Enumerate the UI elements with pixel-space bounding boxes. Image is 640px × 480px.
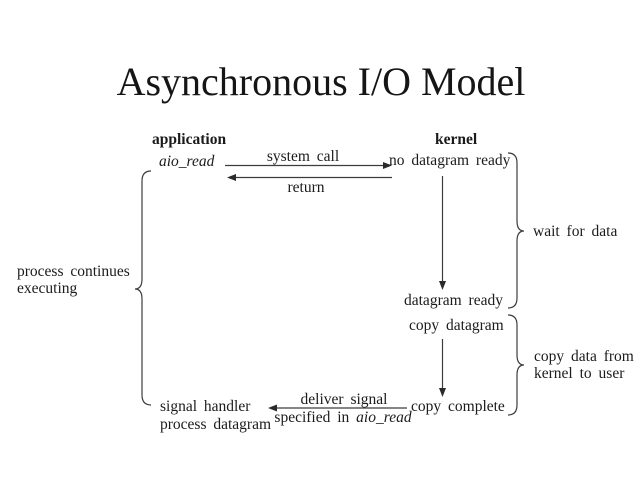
deliver-signal-arrow-label: deliver signal (300, 391, 388, 408)
kernel-copy-arrow (439, 339, 446, 397)
kernel-wait-arrow (439, 176, 446, 290)
copy-data-from-annotation: copy data from (534, 348, 634, 365)
executing-annotation: executing (17, 280, 78, 297)
copy-complete-node: copy complete (411, 398, 505, 415)
specified-in-func-name: aio_read (356, 409, 412, 426)
application-column-header: application (152, 131, 227, 148)
kernel-column-header: kernel (435, 131, 478, 148)
wait-for-data-brace (507, 152, 525, 309)
system-call-arrow (225, 162, 392, 169)
deliver-signal-arrow (268, 404, 407, 412)
copy-data-brace (507, 314, 525, 416)
specified-in-arrow-label: specified in aio_read (274, 409, 411, 426)
wait-for-data-annotation: wait for data (533, 223, 618, 240)
return-arrow (227, 174, 392, 181)
copy-datagram-node: copy datagram (409, 317, 504, 334)
aio-read-node: aio_read (159, 153, 215, 170)
return-arrow-label: return (287, 179, 325, 196)
specified-in-text: specified in (274, 409, 357, 426)
system-call-arrow-label: system call (266, 148, 340, 165)
process-continues-annotation: process continues (17, 263, 130, 280)
process-continues-brace (134, 170, 152, 406)
signal-handler-label: signal handler (160, 398, 251, 415)
no-datagram-ready-node: no datagram ready (389, 152, 511, 169)
datagram-ready-node: datagram ready (404, 292, 503, 309)
slide-title: Asynchronous I/O Model (116, 59, 526, 104)
process-datagram-label: process datagram (160, 416, 272, 433)
kernel-to-user-annotation: kernel to user (534, 365, 625, 382)
